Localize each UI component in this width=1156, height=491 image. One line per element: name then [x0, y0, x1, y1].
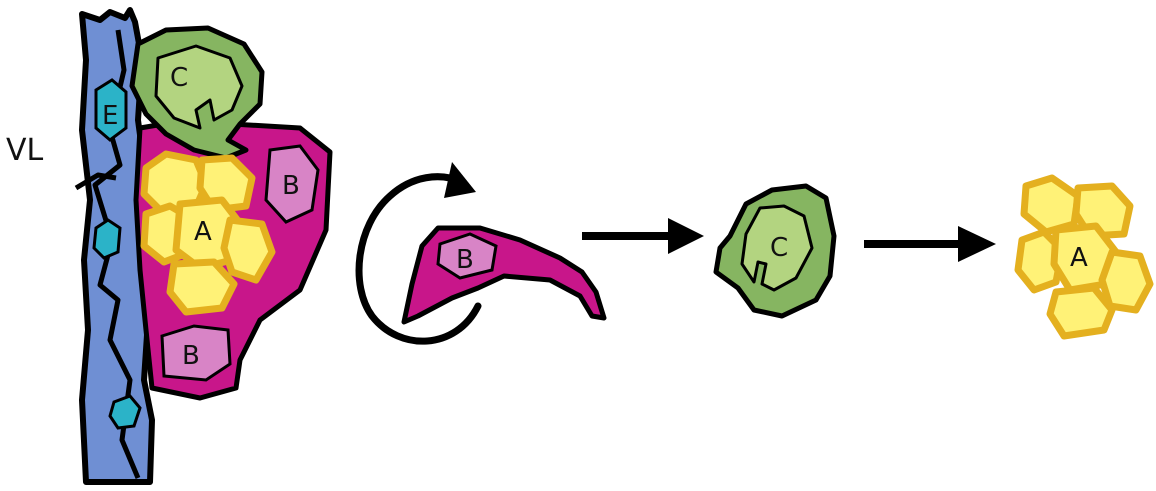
right-arrow-icon [864, 226, 996, 262]
cell-b-label: B [456, 245, 474, 275]
cell-b-label: B [182, 341, 200, 371]
endothelial-label: E [102, 101, 118, 131]
vessel-label: VL [6, 133, 44, 168]
endothelial-nucleus [94, 220, 120, 258]
cell-c-label: C [770, 233, 788, 263]
cell-a-label: A [1070, 243, 1088, 273]
cell-b-label: B [282, 171, 300, 201]
cell-c-label: C [170, 63, 188, 93]
right-arrow-icon [582, 218, 704, 254]
cell-a-label: A [194, 217, 212, 247]
endothelial-nucleus [110, 396, 140, 428]
cell-b-detached [404, 228, 604, 322]
